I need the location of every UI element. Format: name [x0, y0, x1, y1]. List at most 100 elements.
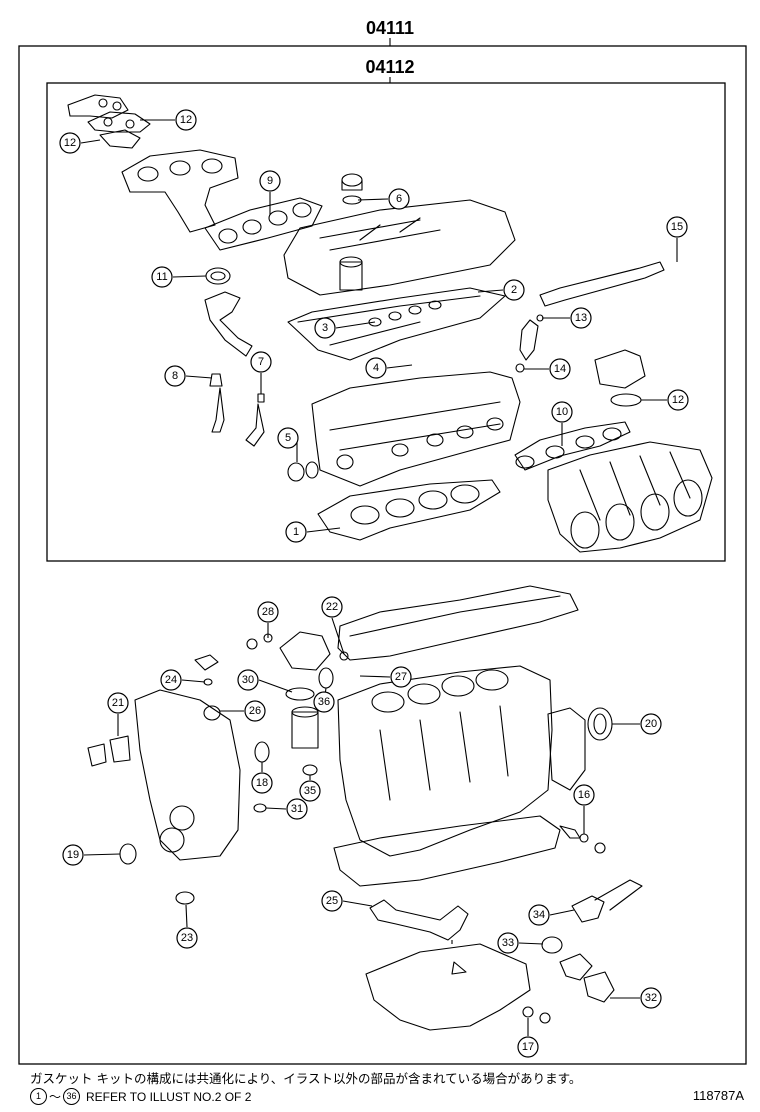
oil-pan [365, 943, 531, 1031]
water-pump-and-filter [246, 631, 349, 749]
valve-stem-seals [209, 373, 265, 447]
ref-tilde: 〜 [49, 1090, 62, 1104]
callout-20[interactable]: 19 [62, 844, 121, 866]
svg-text:5: 5 [285, 432, 291, 444]
svg-text:20: 20 [645, 718, 657, 730]
callout-27[interactable]: 26 [220, 700, 266, 722]
callout-18[interactable]: 17 [517, 1018, 539, 1058]
callout-22[interactable]: 23 [176, 904, 198, 949]
oil-strainer [369, 899, 469, 941]
callout-9[interactable]: 9 [259, 170, 281, 215]
callout-10[interactable]: 10 [551, 401, 573, 446]
outer-kit-frame [18, 45, 747, 1065]
exhaust-pipe-gasket-11 [204, 267, 253, 357]
svg-text:19: 19 [67, 849, 79, 861]
svg-text:4: 4 [373, 362, 379, 374]
callout-19[interactable]: 18 [251, 762, 273, 794]
intake-side-parts [515, 314, 646, 407]
exhaust-manifold-gasket-9 [204, 197, 323, 251]
svg-text:36: 36 [318, 696, 330, 708]
callout-26[interactable]: 25 [321, 890, 373, 912]
timing-chain-cover [134, 689, 241, 861]
inner-kit-frame [46, 82, 726, 562]
illustration-id: 118787A [692, 1088, 744, 1103]
callout-33[interactable]: 33 [497, 932, 544, 954]
svg-text:12: 12 [672, 394, 684, 406]
ref-to-circle: 36 [63, 1088, 81, 1105]
callout-17[interactable]: 16 [573, 784, 595, 834]
svg-text:18: 18 [256, 777, 268, 789]
callout-13[interactable]: 12 [641, 389, 689, 411]
svg-text:11: 11 [156, 271, 167, 283]
callout-34[interactable]: 34 [528, 904, 575, 926]
svg-text:34: 34 [533, 909, 545, 921]
oil-pan-lower-gasket [333, 815, 561, 887]
cylinder-head-gasket [317, 479, 501, 541]
thermostat-housing [522, 879, 643, 1024]
ref-from-circle: 1 [30, 1088, 47, 1105]
svg-text:25: 25 [326, 895, 338, 907]
callout-23[interactable]: 21 [107, 692, 129, 736]
footer-note-jp: ガスケット キットの構成には共通化により、イラスト以外の部品が含まれている場合が… [30, 1071, 582, 1086]
callout-12b[interactable]: 12 [59, 132, 101, 154]
camshaft-oil-seal [287, 461, 319, 482]
callout-2[interactable]: 2 [477, 279, 525, 301]
callout-21[interactable]: 20 [612, 713, 662, 735]
cylinder-block [337, 665, 553, 857]
svg-text:23: 23 [181, 932, 193, 944]
callout-29[interactable]: 28 [257, 601, 279, 638]
oil-pan-gasket-top [337, 585, 579, 661]
rear-oil-seal-retainer [547, 707, 613, 854]
exhaust-manifold [121, 149, 239, 233]
small-gaskets-left [87, 654, 318, 905]
group-number-outer[interactable]: 04111 [366, 18, 414, 38]
footer-reference: 1 〜 36 REFER TO ILLUST NO.2 OF 2 [28, 1088, 251, 1105]
svg-text:35: 35 [304, 785, 316, 797]
intake-manifold [547, 441, 713, 553]
callout-32[interactable]: 32 [610, 987, 662, 1009]
callout-11[interactable]: 11 [151, 266, 207, 288]
svg-text:2: 2 [511, 284, 517, 296]
cylinder-head [311, 371, 521, 487]
svg-text:12: 12 [180, 114, 192, 126]
callout-4[interactable]: 4 [365, 357, 413, 379]
callout-14[interactable]: 13 [542, 307, 592, 329]
intake-manifold-gasket [514, 421, 631, 471]
svg-text:12: 12 [64, 137, 76, 149]
svg-text:21: 21 [112, 697, 124, 709]
svg-text:6: 6 [396, 193, 402, 205]
callout-5[interactable]: 5 [277, 427, 299, 462]
callout-36[interactable]: 36 [313, 687, 335, 713]
callout-12a[interactable]: 12 [140, 109, 197, 131]
callout-35[interactable]: 35 [299, 775, 321, 802]
svg-text:24: 24 [165, 674, 177, 686]
ref-text: REFER TO ILLUST NO.2 OF 2 [86, 1089, 252, 1104]
callout-31[interactable]: 31 [265, 798, 308, 820]
callout-3[interactable]: 3 [314, 317, 376, 339]
callout-1[interactable]: 1 [285, 521, 341, 543]
group-number-inner[interactable]: 04112 [365, 57, 414, 77]
callout-6[interactable]: 6 [357, 188, 410, 210]
svg-text:14: 14 [554, 363, 566, 375]
callout-8[interactable]: 8 [164, 365, 213, 387]
svg-text:3: 3 [322, 322, 328, 334]
svg-text:33: 33 [502, 937, 514, 949]
svg-text:30: 30 [242, 674, 254, 686]
svg-text:8: 8 [172, 370, 178, 382]
exhaust-manifold-gaskets [67, 94, 151, 149]
callout-28[interactable]: 27 [359, 666, 412, 688]
svg-text:31: 31 [291, 803, 303, 815]
callout-7[interactable]: 7 [250, 351, 272, 394]
callout-30[interactable]: 30 [237, 669, 293, 693]
callout-15[interactable]: 14 [524, 358, 571, 380]
svg-text:26: 26 [249, 705, 261, 717]
cylinder-head-cover-gasket [287, 287, 506, 361]
svg-text:22: 22 [326, 601, 338, 613]
svg-text:17: 17 [522, 1041, 534, 1053]
callout-25[interactable]: 24 [160, 669, 206, 691]
svg-text:13: 13 [575, 312, 587, 324]
oil-dipstick-guide [539, 261, 665, 307]
callout-16[interactable]: 15 [666, 216, 688, 262]
callout-24[interactable]: 22 [321, 596, 345, 655]
